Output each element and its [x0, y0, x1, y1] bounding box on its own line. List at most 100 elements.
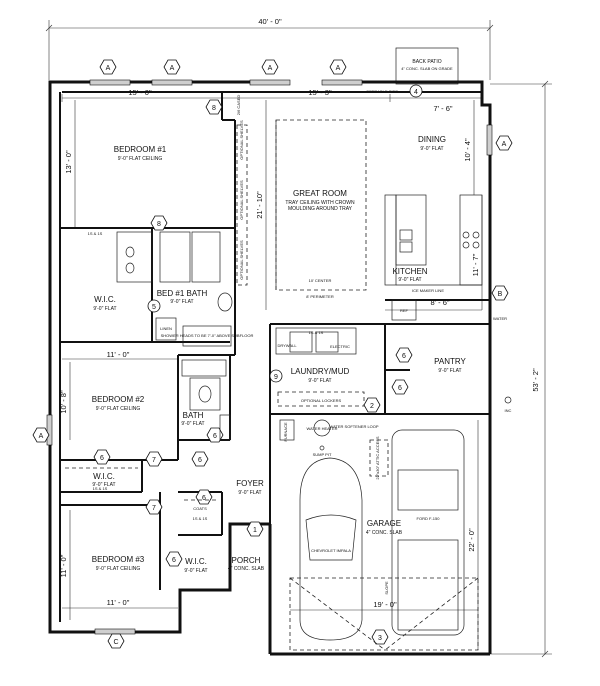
bedroom3-ceiling: 9'-0" FLAT CEILING: [96, 566, 141, 572]
overall-depth-dimension: 53' - 2": [490, 80, 552, 658]
optional-shelves: OPTIONAL SHELVES OPTIONAL SHELVES OPTION…: [236, 95, 248, 286]
water-softener-text: WATER SOFTENER LOOP: [329, 424, 378, 429]
inc-text: INC: [505, 408, 512, 413]
exterior-walls: [48, 80, 492, 656]
dining-ceiling: 9'-0" FLAT: [420, 146, 443, 152]
windows: [46, 79, 493, 635]
svg-text:A: A: [106, 65, 111, 72]
laundry-shelf-text: 1S & 1S: [309, 330, 324, 335]
door-tag-8: 8: [205, 99, 223, 115]
svg-text:7: 7: [152, 457, 156, 464]
door-tag-4: 4: [409, 84, 423, 98]
sump-text: SUMP PIT: [313, 452, 332, 457]
door-tag-6e: 6: [93, 449, 111, 465]
window-tag-a5: A: [495, 135, 513, 151]
window-bed3: [94, 628, 136, 635]
shower-heads-text: SHOWER HEADS TO BE 7'-0" ABOVE SUBFLOOR: [161, 333, 254, 338]
linen-text: LINEN: [160, 326, 172, 331]
water-heater-text: WATER HEATER: [306, 426, 337, 431]
attic-access-text: 22"x30" ATTIC ACCESS: [375, 436, 380, 480]
door-tag-8b: 8: [150, 215, 168, 231]
bedroom2-name: BEDROOM #2: [92, 395, 145, 404]
door-tag-3: 3: [371, 629, 389, 645]
garage-width-text: 19' - 0": [373, 600, 397, 609]
bed1-bath-ceiling: 9'-0" FLAT: [170, 299, 193, 305]
garage-depth-text: 22' - 0": [467, 528, 476, 552]
svg-text:2: 2: [370, 403, 374, 410]
bedroom2-ceiling: 9'-0" FLAT CEILING: [96, 406, 141, 412]
svg-text:6: 6: [198, 457, 202, 464]
water-text: WATER: [493, 316, 507, 321]
wic2-name: W.I.C.: [93, 472, 115, 481]
electric-text: ELECTRIC: [330, 344, 350, 349]
interior-walls: [60, 92, 490, 590]
svg-text:6: 6: [213, 433, 217, 440]
bath1-shelf-text: 1S & 1S: [88, 231, 103, 236]
laundry-ceiling: 9'-0" FLAT: [308, 378, 331, 384]
bath1-fixtures: LINEN SHOWER HEADS TO BE 7'-0" ABOVE SUB…: [88, 231, 254, 347]
car2-text: FORD F-150: [417, 516, 441, 521]
svg-text:4: 4: [414, 89, 418, 96]
svg-text:6: 6: [398, 385, 402, 392]
window-tag-c: C: [107, 633, 125, 649]
door-tag-1: 1: [246, 521, 264, 537]
svg-text:A: A: [502, 141, 507, 148]
svg-text:C: C: [113, 639, 118, 646]
window-tag-a4: A: [329, 59, 347, 75]
svg-text:8: 8: [212, 105, 216, 112]
window-tag-b: B: [491, 285, 509, 301]
cased-opening-text: 2/6 CASED: [236, 95, 241, 116]
bath-fixtures: [181, 359, 231, 441]
bed3-depth-text: 11' - 0": [59, 554, 68, 577]
wic1-ceiling: 9'-0" FLAT: [93, 306, 116, 312]
svg-text:A: A: [336, 65, 341, 72]
great-room-center-note: 10' CENTER: [309, 278, 332, 283]
back-patio-note: 4" CONC. SLAB ON GRADE: [401, 66, 453, 71]
svg-text:A: A: [39, 433, 44, 440]
dining-width-text: 7' - 6": [433, 104, 452, 113]
door-tag-6d: 6: [191, 451, 209, 467]
door-tag-6a: 6: [395, 347, 413, 363]
garage-ceiling: 4" CONC. SLAB: [366, 530, 403, 536]
bed1-bath-name: BED #1 BATH: [157, 289, 208, 298]
coats-shelf-text: 1S & 1S: [193, 516, 208, 521]
window-great-2: [321, 79, 363, 86]
kitchen-depth-text: 11' - 7": [471, 253, 480, 276]
overall-width-text: 40' - 0": [258, 17, 282, 26]
bed3-width-text: 11' - 0": [107, 598, 130, 607]
furnace-text: FURNACE: [283, 422, 288, 442]
door-tag-6b: 6: [391, 379, 409, 395]
svg-text:7: 7: [152, 505, 156, 512]
wic3-ceiling: 9'-0" FLAT: [184, 568, 207, 574]
window-tag-a6: A: [32, 427, 50, 443]
door-tag-5: 5: [147, 299, 161, 313]
wic1-name: W.I.C.: [94, 295, 116, 304]
door-tag-2: 2: [363, 397, 381, 413]
svg-text:3: 3: [378, 635, 382, 642]
great-room-name: GREAT ROOM: [293, 189, 347, 198]
kitchen-ceiling: 9'-0" FLAT: [398, 277, 421, 283]
great-room-tray: 10' CENTER 8' PERIMETER: [275, 119, 367, 299]
ice-maker-text: ICE MAKER LINE: [412, 288, 444, 293]
window-tag-a2: A: [163, 59, 181, 75]
car1-text: CHEVROLET IMPALA: [311, 548, 351, 553]
wic2-shelf-text: 1S & 1S: [93, 486, 108, 491]
bedroom3-name: BEDROOM #3: [92, 555, 145, 564]
overall-width-dimension: 40' - 0": [45, 17, 494, 80]
bed2-width-text: 11' - 0": [107, 350, 130, 359]
great-room-ceiling1: TRAY CEILING WITH CROWN: [285, 200, 355, 206]
kitchen-width-text: 8' - 6": [430, 298, 449, 307]
laundry-fixtures: 1S & 1S DRYWALL ELECTRIC OPTIONAL LOCKER…: [275, 327, 365, 407]
laundry-name: LAUNDRY/MUD: [291, 367, 350, 376]
garage: SLOPE CHEVROLET IMPALA FORD F-150 FURNAC…: [279, 396, 512, 651]
dining-name: DINING: [418, 135, 446, 144]
bed2-depth-text: 10' - 8": [59, 390, 68, 414]
coats-text: COATS: [193, 506, 207, 511]
porch-ceiling: 4" CONC. SLAB: [228, 566, 265, 572]
great-room-ceiling2: MOULDING AROUND TRAY: [288, 206, 353, 212]
svg-text:9: 9: [274, 374, 278, 381]
door-tag-6c: 6: [206, 427, 224, 443]
optional-shelves-1: OPTIONAL SHELVES: [239, 120, 244, 160]
refrigerator-text: REF: [400, 308, 409, 313]
